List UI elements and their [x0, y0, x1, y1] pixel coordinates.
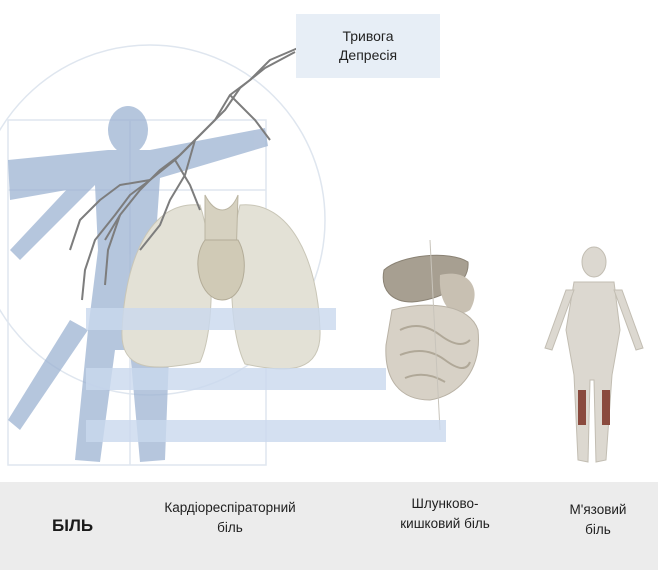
anxiety-depression-label: Тривога Депресія	[296, 14, 440, 78]
digestive-illustration	[383, 240, 478, 430]
band-muscle	[86, 420, 446, 442]
category-cardio-line2: біль	[150, 518, 310, 538]
category-gastro-line2: кишковий біль	[380, 514, 510, 534]
band-cardio	[86, 308, 336, 330]
band-gastro	[86, 368, 386, 390]
category-cardio: Кардіореспіраторний біль	[150, 498, 310, 538]
category-muscle-line1: М'язовий	[548, 500, 648, 520]
pain-label: БІЛЬ	[52, 516, 93, 536]
category-muscle: М'язовий біль	[548, 500, 648, 540]
category-gastro: Шлунково- кишковий біль	[380, 494, 510, 534]
category-gastro-line1: Шлунково-	[380, 494, 510, 514]
category-cardio-line1: Кардіореспіраторний	[150, 498, 310, 518]
top-label-line2: Депресія	[339, 46, 397, 65]
top-label-line1: Тривога	[342, 27, 393, 46]
muscular-figure	[545, 247, 643, 462]
category-muscle-line2: біль	[548, 520, 648, 540]
